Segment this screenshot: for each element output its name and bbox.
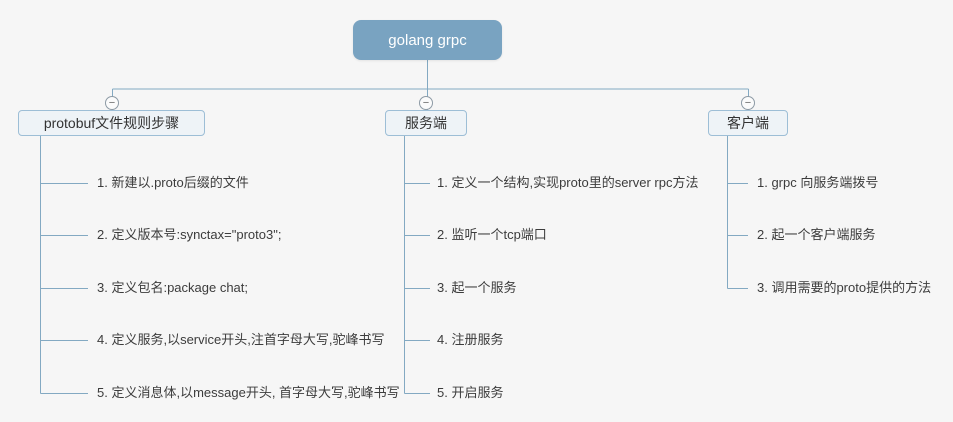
leaf-node-protobuf-step-2[interactable]: 2. 定义版本号:synctax="proto3";	[97, 227, 282, 242]
branch-label: 服务端	[405, 115, 447, 131]
leaf-node-server-step-5[interactable]: 5. 开启服务	[437, 385, 504, 400]
branch-label: protobuf文件规则步骤	[43, 115, 180, 131]
collapse-toggle-server[interactable]: −	[419, 96, 433, 110]
collapse-toggle-protobuf[interactable]: −	[105, 96, 119, 110]
leaf-node-protobuf-step-4[interactable]: 4. 定义服务,以service开头,注首字母大写,驼峰书写	[97, 332, 385, 347]
leaf-node-server-step-2[interactable]: 2. 监听一个tcp端口	[437, 227, 547, 242]
collapse-toggle-client[interactable]: −	[741, 96, 755, 110]
branch-node-server[interactable]: 服务端	[385, 110, 467, 136]
minus-icon: −	[108, 96, 116, 109]
leaf-node-protobuf-step-1[interactable]: 1. 新建以.proto后缀的文件	[97, 175, 249, 190]
branch-node-client[interactable]: 客户端	[708, 110, 788, 136]
leaf-node-client-step-2[interactable]: 2. 起一个客户端服务	[757, 227, 876, 242]
minus-icon: −	[744, 96, 752, 109]
branch-node-protobuf-rules[interactable]: protobuf文件规则步骤	[18, 110, 205, 136]
minus-icon: −	[422, 96, 430, 109]
leaf-node-protobuf-step-5[interactable]: 5. 定义消息体,以message开头, 首字母大写,驼峰书写	[97, 385, 400, 400]
root-node-label: golang grpc	[388, 31, 467, 49]
leaf-node-protobuf-step-3[interactable]: 3. 定义包名:package chat;	[97, 280, 249, 295]
root-node[interactable]: golang grpc	[353, 20, 502, 60]
leaf-node-server-step-3[interactable]: 3. 起一个服务	[437, 280, 517, 295]
leaf-node-server-step-1[interactable]: 1. 定义一个结构,实现proto里的server rpc方法	[437, 175, 699, 190]
leaf-node-client-step-1[interactable]: 1. grpc 向服务端拨号	[757, 175, 879, 190]
leaf-node-server-step-4[interactable]: 4. 注册服务	[437, 332, 504, 347]
branch-label: 客户端	[727, 115, 769, 131]
leaf-node-client-step-3[interactable]: 3. 调用需要的proto提供的方法	[757, 280, 932, 295]
